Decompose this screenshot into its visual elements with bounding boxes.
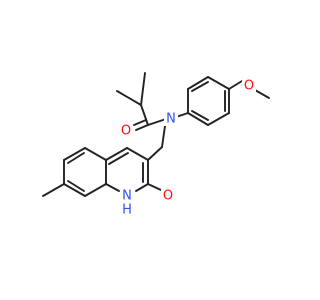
bond xyxy=(147,146,163,161)
bond xyxy=(126,147,149,161)
bond xyxy=(67,152,85,164)
methoxy-oxygen-label: O xyxy=(244,79,254,94)
amide-nitrogen-label: N xyxy=(166,112,176,127)
molecule-structure: O N O O N H xyxy=(42,72,270,218)
lactam-hydrogen-label: H xyxy=(122,203,132,218)
bond xyxy=(191,81,209,92)
bond xyxy=(135,124,149,131)
bond xyxy=(63,147,86,161)
bond xyxy=(207,76,230,90)
bond xyxy=(84,183,107,197)
bonds xyxy=(42,72,270,197)
bond xyxy=(140,104,149,126)
bond xyxy=(84,147,107,161)
bond xyxy=(42,183,65,197)
bond xyxy=(187,112,209,126)
bond xyxy=(135,183,149,192)
bond xyxy=(67,180,85,192)
bond xyxy=(133,119,147,126)
bond xyxy=(254,89,270,99)
bond xyxy=(105,147,128,161)
bond xyxy=(105,183,120,192)
bond xyxy=(108,152,129,165)
bond xyxy=(187,76,209,90)
bond xyxy=(228,80,243,90)
carbonyl-oxygen-label: O xyxy=(121,124,131,139)
atom-labels: O N O O N H xyxy=(119,79,256,218)
bond xyxy=(116,90,142,106)
bond xyxy=(140,72,146,106)
bond xyxy=(207,112,230,126)
bond xyxy=(147,183,162,191)
lactam-nitrogen-label: N xyxy=(122,189,132,204)
bond xyxy=(191,110,209,121)
bond xyxy=(63,183,86,197)
lactam-oxygen-label: O xyxy=(163,189,173,204)
bond xyxy=(147,118,167,126)
